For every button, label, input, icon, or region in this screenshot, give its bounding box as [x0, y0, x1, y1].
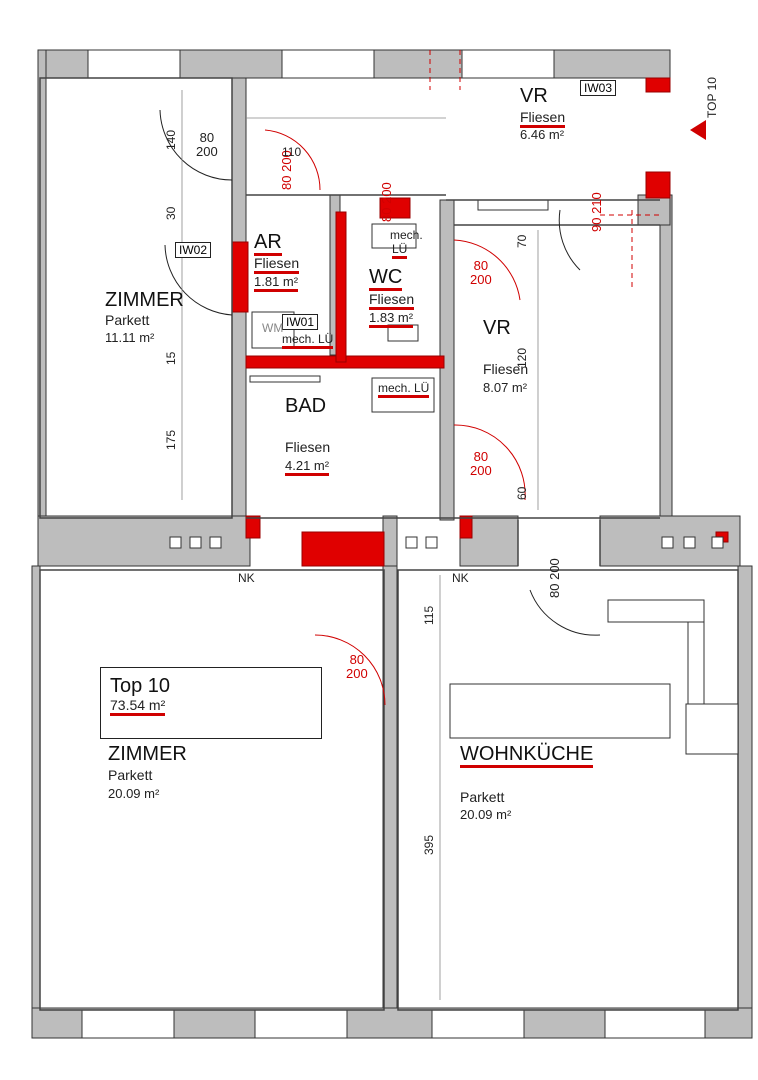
- dim-30: 30: [164, 206, 178, 220]
- tag-iw02: IW02: [175, 242, 212, 258]
- room-ar-area: 1.81 m²: [254, 275, 299, 292]
- dim-395: 395: [422, 834, 436, 855]
- top10-area: 73.54 m²: [110, 698, 166, 716]
- room-ar-floor: Fliesen: [254, 256, 300, 274]
- room-wohnkueche-name: WOHNKÜCHE: [460, 744, 594, 768]
- facade-squares: [169, 536, 724, 549]
- tag-mech-lu-ar: mech. LÜ: [282, 333, 334, 349]
- room-zimmer2-floor: Parkett: [108, 767, 153, 783]
- tag-nk-right: NK: [452, 571, 469, 585]
- dim-175: 175: [164, 429, 178, 450]
- top10-box: [100, 667, 322, 739]
- room-bad-floor: Fliesen: [285, 439, 331, 455]
- tag-wm: WM: [262, 321, 284, 335]
- room-vr-top-area: 6.46 m²: [520, 127, 565, 142]
- red-dashed-lines: [429, 50, 660, 290]
- room-wc-floor: Fliesen: [369, 292, 415, 310]
- door-d7: 80 200: [379, 182, 394, 222]
- door-d6: 80 200: [547, 558, 562, 598]
- room-vr-mid-floor: Fliesen: [483, 361, 529, 377]
- room-zimmer2-name: ZIMMER: [108, 743, 187, 765]
- tag-mech-wc: mech.: [390, 228, 423, 242]
- dim-140: 140: [164, 129, 178, 150]
- dim-15: 15: [164, 351, 178, 365]
- room-zimmer2-area: 20.09 m²: [108, 786, 160, 801]
- dim-120: 120: [515, 347, 529, 368]
- room-vr-mid-name: VR: [483, 317, 511, 339]
- room-vr-top-floor: Fliesen: [520, 110, 566, 128]
- room-vr-top-name: VR: [520, 85, 548, 107]
- dim-115: 115: [422, 605, 436, 625]
- room-wohnkueche-floor: Parkett: [460, 789, 505, 805]
- dim-60: 60: [515, 486, 529, 500]
- room-wc-name: WC: [369, 267, 403, 291]
- room-wc-area: 1.83 m²: [369, 311, 414, 328]
- interior-lines: [39, 77, 739, 1011]
- tag-mech-lu-bad: mech. LÜ: [378, 382, 430, 398]
- room-zimmer1-floor: Parkett: [105, 312, 150, 328]
- tag-iw03: IW03: [580, 80, 617, 96]
- tag-nk-left: NK: [238, 571, 255, 585]
- room-zimmer1-name: ZIMMER: [105, 289, 184, 311]
- tag-lu-wc: LÜ: [392, 243, 408, 259]
- entrance-arrow-icon: [690, 120, 706, 140]
- entrance-label: TOP 10: [705, 77, 719, 118]
- tag-iw01: IW01: [282, 314, 319, 330]
- room-wohnkueche-area: 20.09 m²: [460, 807, 512, 822]
- room-zimmer1-area: 11.11 m²: [105, 330, 155, 345]
- room-bad-area: 4.21 m²: [285, 459, 330, 476]
- dimension-lines: [181, 90, 539, 1000]
- room-bad-name: BAD: [285, 395, 327, 417]
- room-vr-mid-area: 8.07 m²: [483, 380, 528, 395]
- dim-70: 70: [515, 234, 529, 248]
- top10-title: Top 10: [110, 675, 171, 697]
- door-d8: 90 210: [589, 192, 604, 232]
- room-ar-name: AR: [254, 232, 282, 256]
- dim-110: 110: [282, 145, 302, 159]
